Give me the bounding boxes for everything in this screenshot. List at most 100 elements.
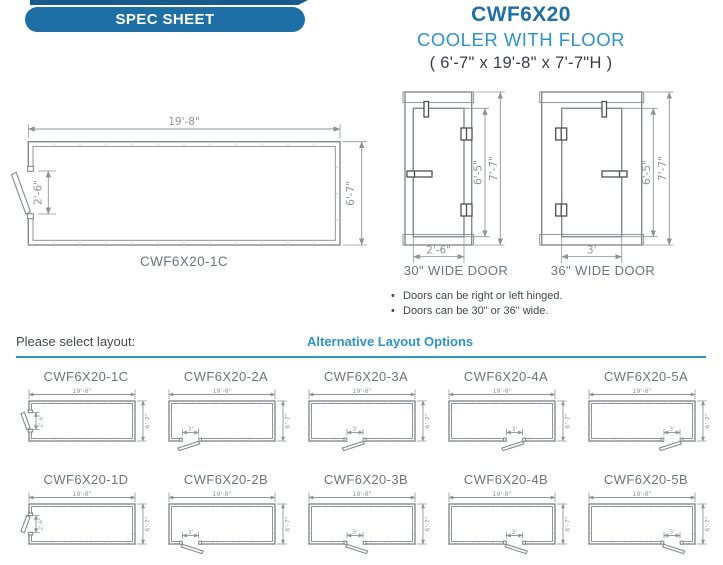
- bullet-icon: •: [391, 304, 395, 317]
- layout-option-CWF6X20-2B[interactable]: CWF6X20-2B 19'-8" 3' 6'-7": [156, 472, 296, 565]
- layout-option-CWF6X20-5B[interactable]: CWF6X20-5B 19'-8" 3' 6'-7": [576, 472, 716, 565]
- layout-options-grid: CWF6X20-1C 19'-8" 2'-6" 6'-7" CWF6X20-2A 19'-…: [16, 369, 716, 565]
- svg-text:19'-8": 19'-8": [72, 490, 92, 498]
- title-block: CWF6X20 COOLER WITH FLOOR ( 6'-7" x 19'-…: [386, 3, 656, 73]
- svg-text:6'-5": 6'-5": [641, 160, 653, 185]
- layout-option-CWF6X20-5A[interactable]: CWF6X20-5A 19'-8" 3' 6'-7": [576, 369, 716, 462]
- svg-text:19'-8": 19'-8": [352, 387, 372, 395]
- bullet-icon: •: [391, 290, 395, 302]
- floor-plan-drawing: 19'-8" 2'-6" 6'-7" CWF6X20-1C: [10, 116, 367, 269]
- layout-option-label: CWF6X20-1C: [43, 369, 129, 384]
- note-item: • Doors can be right or left hinged.: [391, 289, 711, 304]
- overall-dimensions: ( 6'-7" x 19'-8" x 7'-7"H ): [429, 54, 613, 72]
- svg-text:2'-6": 2'-6": [39, 517, 45, 530]
- svg-text:19'-8": 19'-8": [212, 490, 232, 498]
- door-handle: [406, 170, 433, 178]
- layout-diagram: 19'-8" 3' 6'-7": [448, 490, 572, 555]
- door-handle: [601, 170, 628, 178]
- layout-diagram: 19'-8" 3' 6'-7": [448, 387, 572, 452]
- door-caption-36: 36" WIDE DOOR: [551, 263, 655, 278]
- door-jamb-top: [27, 165, 34, 172]
- plan-door-dim: 2'-6": [33, 180, 45, 205]
- door-leaf: [10, 171, 32, 215]
- plan-width-dim: 19'-8": [168, 116, 200, 128]
- svg-text:19'-8": 19'-8": [492, 387, 512, 395]
- door-elevations-drawing: 6'-5" 7'-7" 2'-6" 30" WIDE DOOR 6'-5": [402, 91, 674, 278]
- notes-list: • Doors can be right or left hinged. • D…: [391, 289, 711, 318]
- svg-text:3': 3': [188, 529, 194, 536]
- svg-text:19'-8": 19'-8": [212, 387, 232, 395]
- layout-option-label: CWF6X20-1D: [43, 472, 129, 487]
- svg-text:6'-7": 6'-7": [424, 413, 432, 428]
- layout-options-row: CWF6X20-1D 19'-8" 2'-6" 6'-7" CWF6X20-2B 19'-…: [16, 472, 716, 565]
- layout-option-CWF6X20-4A[interactable]: CWF6X20-4A 19'-8" 3' 6'-7": [436, 369, 576, 462]
- svg-text:3': 3': [669, 529, 675, 536]
- door-jamb-bottom: [27, 213, 34, 220]
- note-text: Doors can be 30" or 36" wide.: [403, 304, 549, 317]
- product-title: COOLER WITH FLOOR: [417, 29, 625, 50]
- wall-panel-ticks: [53, 141, 340, 245]
- svg-text:2'-6": 2'-6": [39, 414, 45, 427]
- layout-option-CWF6X20-2A[interactable]: CWF6X20-2A 19'-8" 3' 6'-7": [156, 369, 296, 462]
- layout-diagram: 19'-8" 2'-6" 6'-7": [20, 387, 152, 442]
- svg-text:19'-8": 19'-8": [492, 490, 512, 498]
- model-title: CWF6X20: [471, 3, 571, 26]
- svg-text:19'-8": 19'-8": [352, 490, 372, 498]
- svg-text:6'-7": 6'-7": [564, 413, 572, 428]
- door-elevation-30: 6'-5" 7'-7" 2'-6" 30" WIDE DOOR: [402, 91, 508, 278]
- svg-text:6'-7": 6'-7": [704, 413, 712, 428]
- door-elevation-36: 6'-5" 7'-7" 3' 36" WIDE DOOR: [539, 91, 674, 278]
- svg-text:19'-8": 19'-8": [632, 387, 652, 395]
- svg-text:7'-7": 7'-7": [488, 156, 500, 181]
- layout-options-row: CWF6X20-1C 19'-8" 2'-6" 6'-7" CWF6X20-2A 19'-…: [16, 369, 716, 462]
- door-caption-30: 30" WIDE DOOR: [404, 263, 508, 278]
- svg-text:6'-5": 6'-5": [473, 160, 485, 185]
- svg-text:6'-7": 6'-7": [144, 413, 152, 428]
- layout-diagram: 19'-8" 3' 6'-7": [308, 387, 432, 452]
- layout-option-CWF6X20-3A[interactable]: CWF6X20-3A 19'-8" 3' 6'-7": [296, 369, 436, 462]
- layout-diagram: 19'-8" 3' 6'-7": [168, 387, 292, 452]
- layout-option-label: CWF6X20-4A: [463, 369, 549, 384]
- svg-text:3': 3': [512, 426, 518, 433]
- note-item: • Doors can be 30" or 36" wide.: [391, 304, 711, 319]
- door-closer: [423, 100, 430, 118]
- svg-text:6'-7": 6'-7": [424, 516, 432, 531]
- svg-text:3': 3': [587, 245, 597, 257]
- layout-diagram: 19'-8"3'6'-7": [308, 490, 432, 555]
- svg-text:3': 3': [512, 529, 518, 536]
- spec-sheet-label: SPEC SHEET: [115, 11, 215, 28]
- alternative-layouts-title: Alternative Layout Options: [307, 334, 474, 349]
- plan-depth-dim: 6'-7": [345, 181, 357, 206]
- layout-option-label: CWF6X20-2A: [183, 369, 269, 384]
- select-layout-prompt: Please select layout:: [16, 334, 136, 349]
- svg-text:7'-7": 7'-7": [657, 156, 669, 181]
- layout-option-label: CWF6X20-2B: [183, 472, 269, 487]
- layout-option-label: CWF6X20-5B: [603, 472, 689, 487]
- top-ribbon: [30, 0, 308, 5]
- door-closer: [601, 100, 608, 118]
- layout-diagram: 19'-8" 3' 6'-7": [588, 387, 712, 452]
- layout-option-label: CWF6X20-5A: [603, 369, 689, 384]
- svg-text:6'-7": 6'-7": [564, 516, 572, 531]
- svg-text:3': 3': [188, 426, 194, 433]
- plan-inner-wall: [32, 145, 336, 241]
- spec-sheet-banner: SPEC SHEET: [25, 7, 305, 32]
- layout-diagram: 19'-8" 3' 6'-7": [588, 490, 712, 555]
- svg-text:6'-7": 6'-7": [284, 413, 292, 428]
- layout-option-label: CWF6X20-3A: [323, 369, 409, 384]
- layout-diagram: 19'-8"2'-6"6'-7": [20, 490, 152, 545]
- note-text: Doors can be right or left hinged.: [403, 290, 563, 302]
- section-divider: [16, 356, 706, 359]
- plan-outer-wall: [27, 141, 341, 246]
- svg-text:19'-8": 19'-8": [72, 387, 92, 395]
- svg-text:3': 3': [352, 426, 358, 433]
- layout-option-label: CWF6X20-4B: [463, 472, 549, 487]
- svg-text:6'-7": 6'-7": [704, 516, 712, 531]
- layout-option-CWF6X20-4B[interactable]: CWF6X20-4B 19'-8" 3' 6'-7": [436, 472, 576, 565]
- svg-text:6'-7": 6'-7": [284, 516, 292, 531]
- svg-text:3': 3': [669, 426, 675, 433]
- svg-text:19'-8": 19'-8": [632, 490, 652, 498]
- layout-option-CWF6X20-1C[interactable]: CWF6X20-1C 19'-8" 2'-6" 6'-7": [16, 369, 156, 462]
